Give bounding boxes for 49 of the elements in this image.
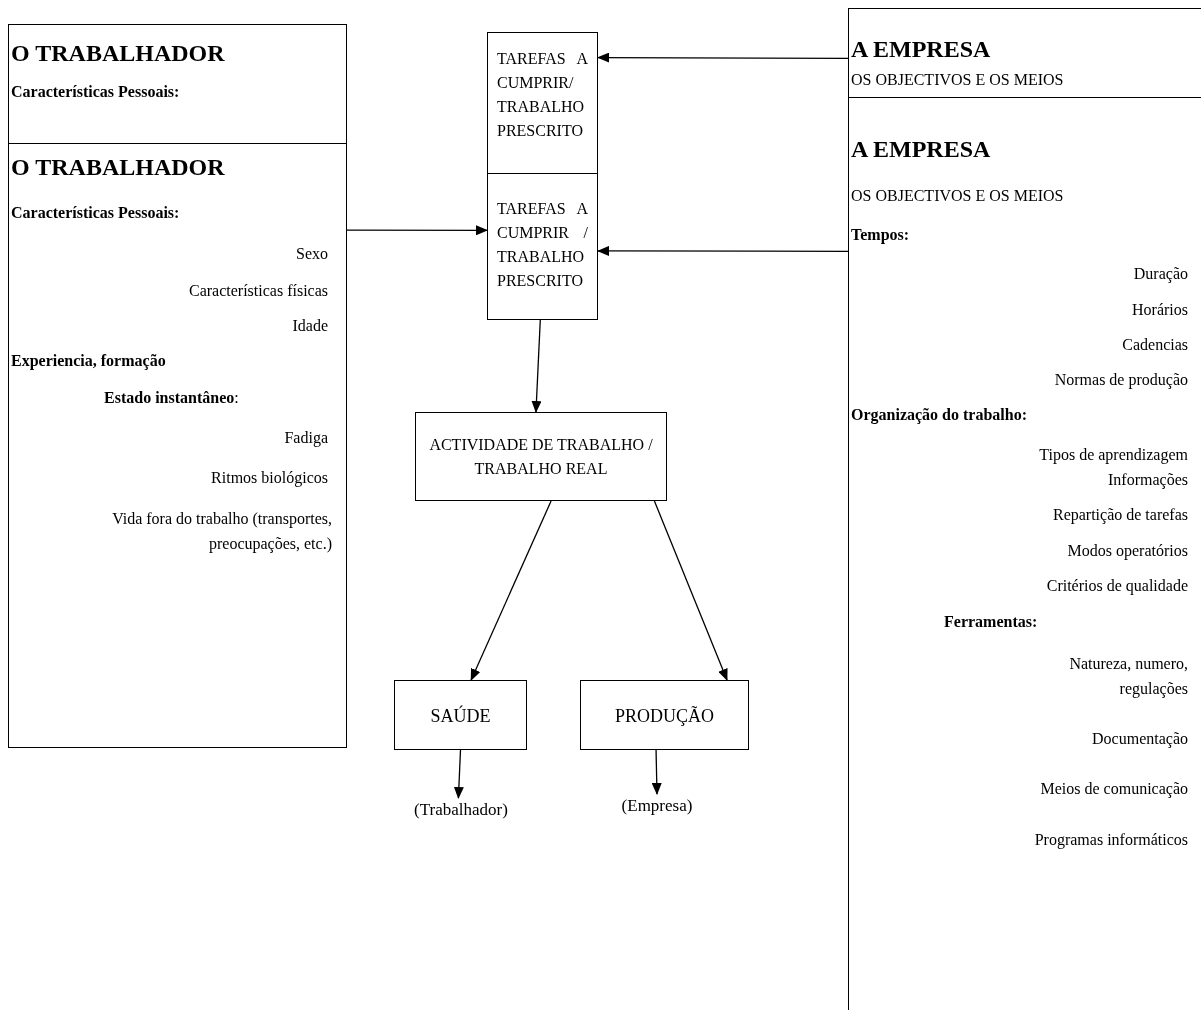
list-item: Programas informáticos	[1034, 830, 1188, 851]
info-panel	[848, 8, 1201, 98]
process-box: TAREFAS A CUMPRIR/ TRABALHO PRESCRITO	[487, 32, 598, 174]
section-heading: O TRABALHADOR	[11, 153, 225, 182]
outcome-label: (Trabalhador)	[396, 798, 526, 822]
subheading: Características Pessoais:	[11, 82, 180, 102]
list-item: OS OBJECTIVOS E OS MEIOS	[851, 186, 1064, 206]
subheading: Tempos:	[851, 225, 910, 246]
list-item: OS OBJECTIVOS E OS MEIOS	[851, 70, 1064, 90]
list-item: Critérios de qualidade	[1046, 576, 1188, 597]
outcome-box: PRODUÇÃO	[580, 680, 749, 750]
list-item: Ritmos biológicos	[211, 468, 328, 489]
section-heading: A EMPRESA	[851, 35, 991, 64]
outcome-label: (Empresa)	[600, 794, 714, 818]
list-item: Cadencias	[1122, 335, 1188, 355]
arrow	[453, 749, 464, 799]
section-heading: A EMPRESA	[851, 135, 991, 164]
list-item: Normas de produção	[1054, 370, 1188, 391]
list-item: Duração	[1133, 264, 1188, 285]
arrow	[597, 52, 849, 63]
list-item: Horários	[1132, 300, 1188, 320]
list-item: Modos operatórios	[1067, 541, 1188, 562]
subheading: Ferramentas:	[944, 612, 1038, 632]
outcome-box: SAÚDE	[394, 680, 527, 750]
list-item: Meios de comunicação	[1040, 779, 1188, 800]
list-item: Fadiga	[284, 428, 328, 449]
process-box: ACTIVIDADE DE TRABALHO / TRABALHO REAL	[415, 412, 667, 501]
arrow	[651, 749, 662, 795]
info-panel	[8, 143, 347, 748]
list-item: Idade	[292, 316, 328, 336]
list-item: Características físicas	[188, 281, 328, 301]
subheading: Características Pessoais:	[11, 203, 180, 223]
list-item: Estado instantâneo:	[104, 388, 239, 408]
list-item: Tipos de aprendizagem Informações	[1038, 445, 1188, 491]
list-item: Vida fora do trabalho (transportes, preocupações, etc.)	[111, 509, 332, 555]
list-item: Repartição de tarefas	[1052, 505, 1188, 526]
arrow	[597, 245, 849, 256]
arrow	[653, 500, 728, 681]
list-item: Documentação	[1092, 729, 1188, 750]
info-panel	[8, 24, 347, 144]
arrow	[470, 500, 552, 681]
list-item: Sexo	[296, 244, 328, 264]
arrow	[346, 225, 488, 236]
subheading: Organização do trabalho:	[851, 405, 1027, 426]
section-heading: O TRABALHADOR	[11, 39, 225, 68]
list-item: Natureza, numero, regulações	[1068, 654, 1188, 700]
arrow	[531, 319, 542, 413]
subheading: Experiencia, formação	[11, 351, 166, 372]
process-box: TAREFAS A CUMPRIR / TRABALHO PRESCRITO	[487, 173, 598, 320]
